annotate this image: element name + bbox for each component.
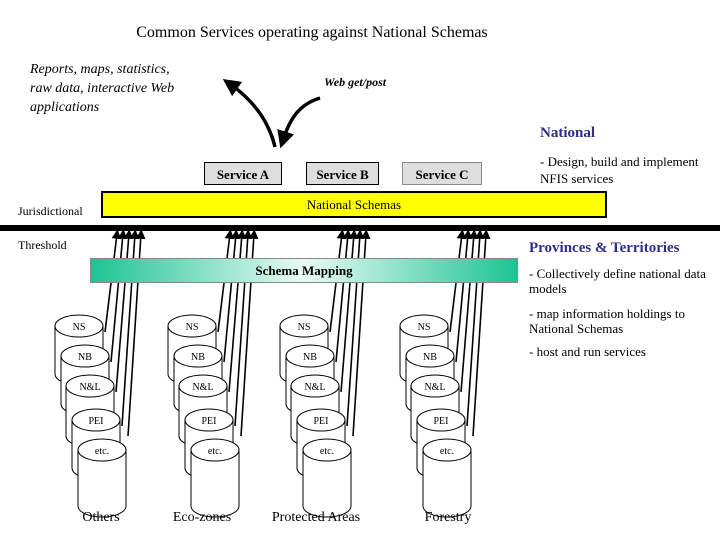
cylinder-label: NS: [73, 322, 86, 333]
service-c-box[interactable]: Service C: [402, 162, 482, 185]
national-schemas-bar: National Schemas: [101, 191, 607, 218]
cylinder-label: NS: [418, 322, 431, 333]
cylinder-label: PEI: [434, 416, 449, 427]
database-cylinder: etc.: [77, 438, 127, 518]
cylinder-label: NB: [423, 352, 437, 363]
cylinder-label: N&L: [424, 382, 445, 393]
outputs-line: Reports, maps, statistics,: [30, 62, 170, 77]
outputs-text: Reports, maps, statistics, raw data, int…: [30, 60, 174, 117]
mapping-arrow: [455, 229, 473, 363]
output-arrow: [222, 78, 277, 148]
outputs-line: applications: [30, 100, 100, 115]
cylinder-label: N&L: [79, 382, 100, 393]
cylinder-label: etc.: [440, 446, 454, 457]
cylinder-label: NS: [298, 322, 311, 333]
title-text: Common Services operating against Nation…: [136, 24, 488, 41]
diagram-title: Common Services operating against Nation…: [0, 24, 720, 42]
service-a-box[interactable]: Service A: [204, 162, 282, 185]
threshold-line: [0, 225, 720, 231]
group-label-others: Others: [82, 510, 120, 525]
database-cylinder: etc.: [422, 438, 472, 518]
group-label-forestry: Forestry: [424, 510, 472, 525]
provinces-item: - host and run services: [529, 344, 646, 359]
request-arrow: [277, 96, 321, 149]
cylinder-label: PEI: [202, 416, 217, 427]
provinces-heading: Provinces & Territories: [529, 240, 680, 256]
cylinder-label: NB: [191, 352, 205, 363]
cylinder-label: etc.: [95, 446, 109, 457]
cylinder-label: PEI: [89, 416, 104, 427]
cylinder-label: etc.: [320, 446, 334, 457]
mapping-arrow: [217, 229, 235, 333]
database-cylinder: etc.: [302, 438, 352, 518]
service-b-box[interactable]: Service B: [306, 162, 379, 185]
mapping-arrow: [104, 229, 122, 333]
jurisdictional-label: Jurisdictional: [18, 204, 83, 218]
group-label-eco-zones: Eco-zones: [172, 510, 232, 525]
cylinder-label: etc.: [208, 446, 222, 457]
cylinder-label: N&L: [192, 382, 213, 393]
mapping-arrow: [223, 229, 241, 363]
mapping-arrow: [110, 229, 128, 363]
group-label-protected-areas: Protected Areas: [271, 510, 361, 525]
national-desc-line: NFIS services: [540, 171, 614, 186]
cylinder-label: PEI: [314, 416, 329, 427]
mapping-arrow: [449, 229, 467, 333]
mapping-arrow: [329, 229, 347, 333]
cylinder-label: NB: [303, 352, 317, 363]
cylinder-stacks: NS NB N&L PEI etc. NS NB N&L PEI etc. NS NB N&L PEI et…: [54, 314, 472, 518]
national-desc-line: - Design, build and implement: [540, 154, 699, 169]
schema-mapping-bar: Schema Mapping: [90, 258, 518, 283]
database-cylinder: etc.: [190, 438, 240, 518]
provinces-item: - map information holdings to National S…: [529, 306, 685, 336]
threshold-label: Threshold: [18, 238, 67, 252]
web-get-post-label: Web get/post: [324, 75, 387, 89]
cylinder-label: N&L: [304, 382, 325, 393]
cylinder-label: NB: [78, 352, 92, 363]
outputs-line: raw data, interactive Web: [30, 81, 175, 96]
provinces-item: - Collectively define national data mode…: [529, 266, 706, 296]
cylinder-label: NS: [186, 322, 199, 333]
mapping-arrow: [335, 229, 353, 363]
national-description: - Design, build and implement NFIS servi…: [540, 153, 699, 187]
national-heading: National: [540, 125, 596, 141]
